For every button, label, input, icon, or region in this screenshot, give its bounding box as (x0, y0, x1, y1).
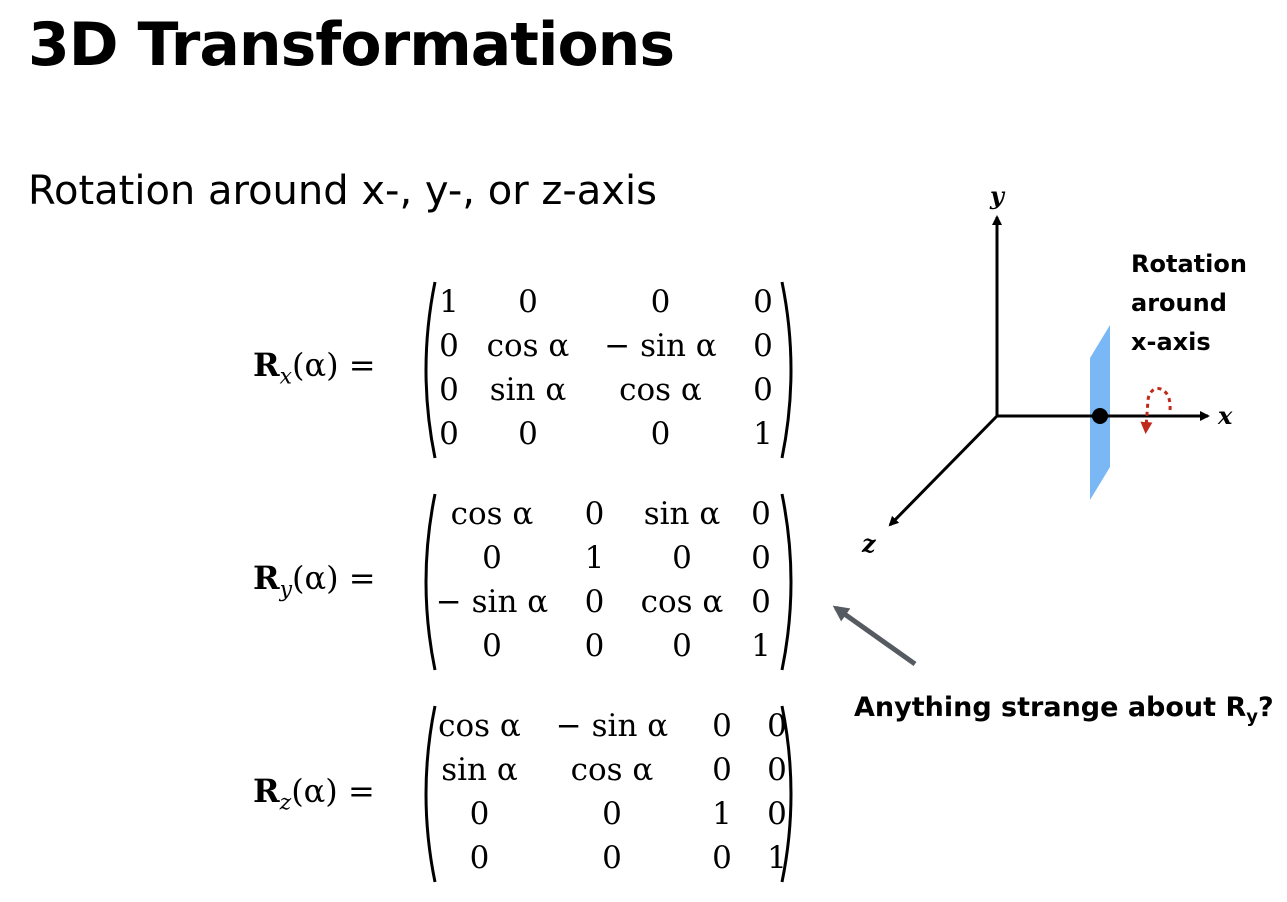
matrix-cell: 0 (439, 372, 459, 408)
matrix-cell: sin α (489, 372, 567, 408)
matrix-cell: cos α (640, 584, 724, 620)
matrix-cell: 1 (439, 284, 459, 320)
callout-question: Anything strange about Ry? (854, 692, 1274, 728)
matrix-cell: 0 (602, 840, 622, 876)
rz-label: Rz(α) = (253, 772, 375, 816)
matrix-cell: − sin α (604, 328, 717, 364)
matrix-cell: 1 (712, 796, 732, 832)
rx-label: Rx(α) = (253, 346, 376, 390)
matrix-cell: 0 (672, 540, 692, 576)
matrix-cell: 0 (751, 496, 771, 532)
y-axis-label: y (989, 181, 1006, 210)
matrix-cell: sin α (441, 752, 518, 788)
matrix-cell: 0 (767, 752, 787, 788)
matrix-cell: 0 (767, 796, 787, 832)
matrix-cell: 0 (767, 708, 787, 744)
matrix-cell: 0 (518, 284, 538, 320)
rx-left-paren (424, 281, 437, 459)
rotation-arrow-icon (1140, 387, 1172, 434)
matrix-cell: cos α (570, 752, 654, 788)
matrix-cell: 0 (751, 540, 771, 576)
matrix-cell: 0 (650, 284, 671, 320)
matrix-cell: 0 (712, 752, 732, 788)
z-axis-label: z (861, 529, 877, 558)
z-axis (888, 414, 999, 527)
rz-left-paren (424, 705, 437, 883)
matrix-cell: 0 (518, 416, 538, 452)
ry-left-paren (424, 493, 437, 671)
matrix-cell: 0 (712, 840, 732, 876)
matrix-cell: cos α (486, 328, 570, 364)
matrix-cell: cos α (438, 708, 521, 744)
matrix-cell: 1 (767, 840, 787, 876)
matrix-cell: 1 (753, 416, 773, 452)
matrix-cell: 0 (712, 708, 732, 744)
rotation-label: Rotation around x-axis (1131, 250, 1247, 356)
matrix-cell: 0 (584, 628, 605, 664)
matrix-cell: 0 (469, 840, 490, 876)
matrix-cell: 0 (650, 416, 671, 452)
rx-matrix: 1 0 0 0 0 cos α − sin α 0 0 sin α cos α 0 0 0 0 1 (430, 280, 793, 456)
matrix-cell: cos α (619, 372, 702, 408)
axis-point (1092, 408, 1108, 424)
axes-diagram: y x z (861, 181, 1233, 558)
matrix-cell: 0 (482, 540, 502, 576)
matrix-cell: 1 (751, 628, 771, 664)
matrix-cell: 0 (753, 328, 773, 364)
rz-right-paren (780, 705, 793, 883)
matrix-cell: 0 (584, 496, 605, 532)
matrix-cell: 0 (753, 284, 773, 320)
matrix-cell: sin α (643, 496, 721, 532)
callout-arrow-icon (832, 605, 917, 667)
matrix-cell: 0 (753, 372, 773, 408)
matrix-cell: 0 (469, 796, 490, 832)
matrix-cell: 0 (584, 584, 605, 620)
matrix-cell: 0 (482, 628, 502, 664)
rx-right-paren (780, 281, 793, 459)
matrix-cell: 0 (602, 796, 622, 832)
matrix-cell: cos α (450, 496, 534, 532)
slide-subtitle: Rotation around x-, y-, or z-axis (28, 168, 657, 214)
ry-right-paren (780, 493, 793, 671)
matrix-cell: − sin α (555, 708, 669, 744)
slide-title: 3D Transformations (28, 10, 675, 80)
matrix-cell: 0 (751, 584, 771, 620)
x-axis-label: x (1217, 401, 1233, 430)
matrix-cell: 0 (439, 416, 459, 452)
matrix-cell: 0 (439, 328, 459, 364)
ry-matrix: cos α 0 sin α 0 0 1 0 0 − sin α 0 cos α 0 0 0 0 1 (432, 492, 795, 668)
matrix-cell: 1 (584, 540, 605, 576)
matrix-cell: − sin α (435, 584, 549, 620)
ry-label: Ry(α) = (253, 559, 376, 603)
matrix-cell: 0 (672, 628, 692, 664)
